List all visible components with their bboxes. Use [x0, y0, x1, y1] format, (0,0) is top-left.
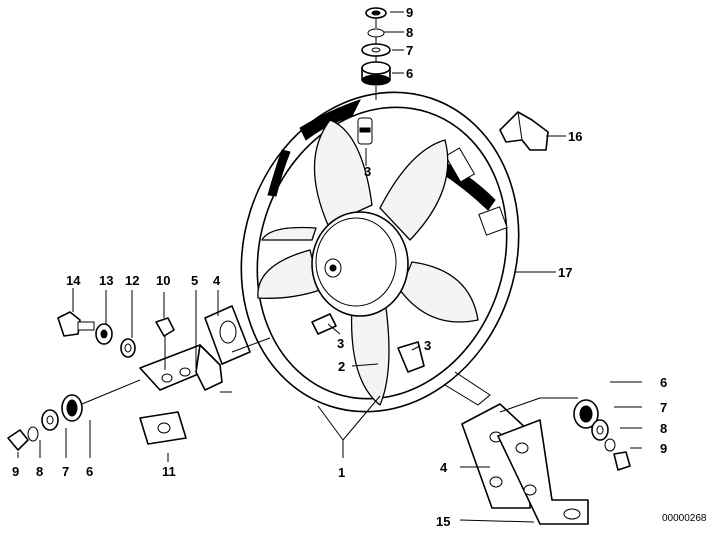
callout-labels: 9 8 7 6 16 3 17 3 3 2 1 4 15 6 7 8 9 14 … [12, 5, 707, 529]
callout-6-right: 6 [660, 375, 667, 390]
diagram-code: 00000268 [662, 513, 707, 524]
fan-blades [257, 119, 479, 406]
callout-16: 16 [568, 129, 582, 144]
callout-15: 15 [436, 514, 450, 529]
left-bracket [139, 305, 251, 391]
callout-3-right: 3 [424, 338, 431, 353]
callout-12: 12 [125, 273, 139, 288]
callout-1: 1 [338, 465, 345, 480]
callout-17: 17 [558, 265, 572, 280]
left-fasteners [57, 311, 175, 370]
leader-lines [17, 11, 642, 523]
callout-7-top: 7 [406, 43, 413, 58]
callout-4-right: 4 [440, 460, 448, 475]
callout-13: 13 [99, 273, 113, 288]
callout-2: 2 [338, 359, 345, 374]
right-stack [573, 399, 631, 471]
callout-6-left: 6 [86, 464, 93, 479]
callout-14: 14 [66, 273, 81, 288]
wire-clip [499, 111, 549, 151]
callout-8-right: 8 [660, 421, 667, 436]
motor-screw-middle [311, 313, 337, 335]
motor-screw-top [357, 117, 373, 145]
callout-3-top: 3 [364, 164, 371, 179]
callout-6-top: 6 [406, 66, 413, 81]
callout-11: 11 [162, 464, 176, 479]
callout-7-left: 7 [62, 464, 69, 479]
callout-10: 10 [156, 273, 170, 288]
left-lower-stack [7, 394, 83, 451]
motor-screw-lower [397, 341, 425, 373]
callout-4-left: 4 [213, 273, 221, 288]
top-mount-stack [361, 7, 391, 100]
right-bracket-lower [497, 419, 589, 525]
callout-9-left: 9 [12, 464, 19, 479]
callout-9-top: 9 [406, 5, 413, 20]
fan-motor [311, 211, 409, 317]
callout-3-middle: 3 [337, 336, 344, 351]
callout-5: 5 [191, 273, 198, 288]
callout-9-right: 9 [660, 441, 667, 456]
nut-clip [139, 411, 187, 445]
callout-8-top: 8 [406, 25, 413, 40]
callout-8-left: 8 [36, 464, 43, 479]
callout-7-right: 7 [660, 400, 667, 415]
